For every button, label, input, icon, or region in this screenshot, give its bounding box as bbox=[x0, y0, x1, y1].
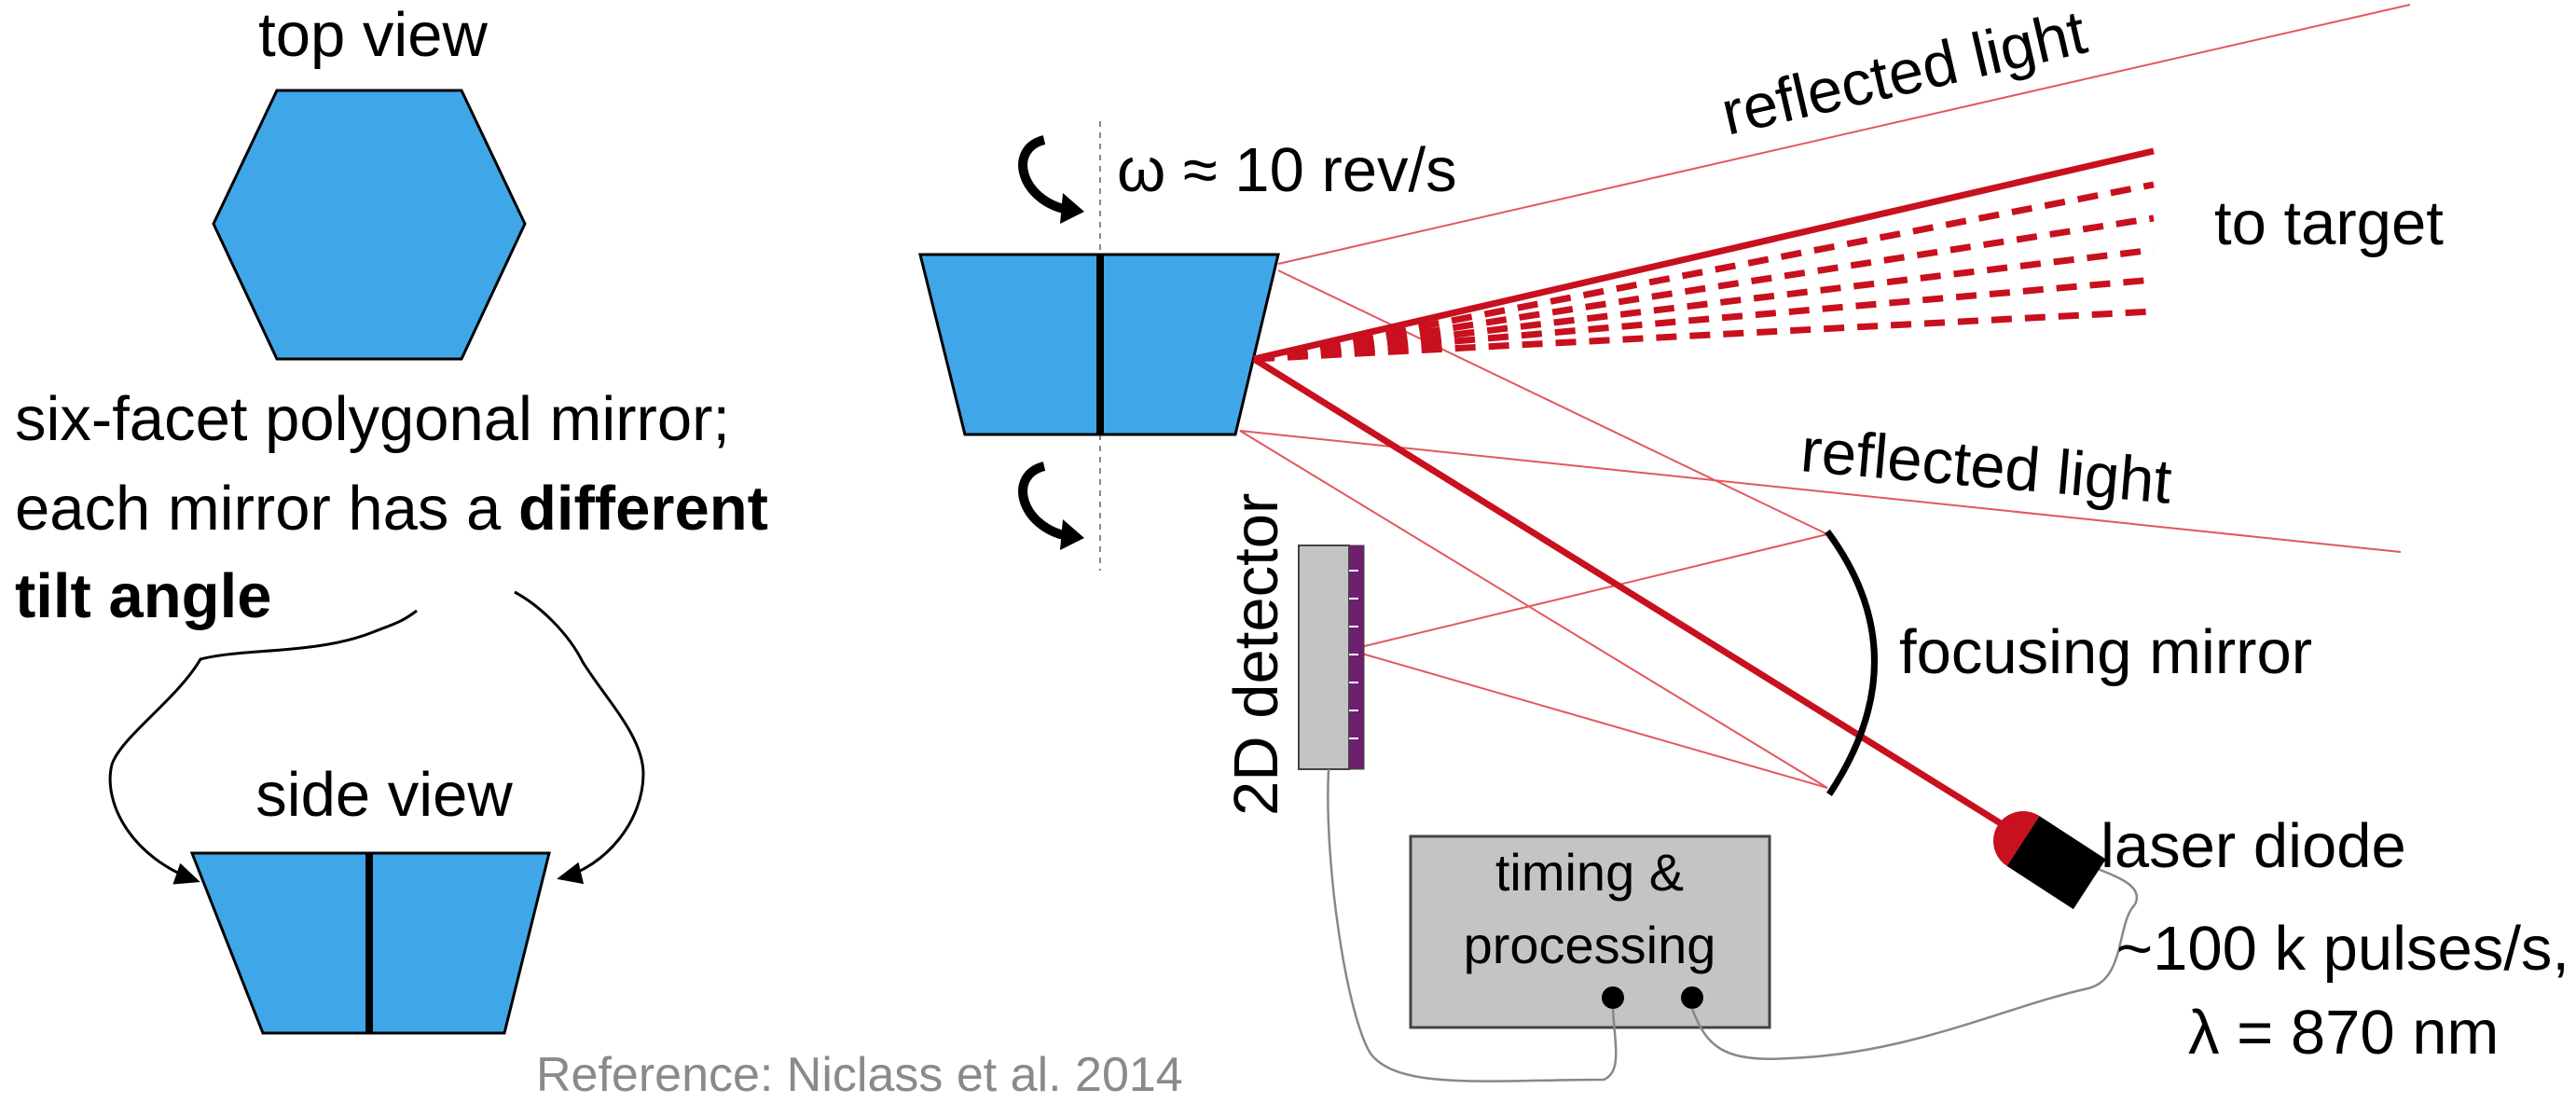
to-target-label: to target bbox=[2214, 188, 2444, 258]
side-view-label: side view bbox=[255, 760, 513, 830]
detector-wire bbox=[1327, 768, 1618, 1082]
reference-text: Reference: Niclass et al. 2014 bbox=[536, 1048, 1183, 1102]
timing-processing-box bbox=[1409, 834, 1771, 1029]
laser-diode-label: laser diode bbox=[2101, 811, 2406, 881]
rotation-arrow-bottom-icon bbox=[1018, 462, 1084, 550]
timing-label-line1: timing & bbox=[1495, 843, 1684, 902]
focus-to-detector-ray-b bbox=[1348, 649, 1828, 789]
detector-body bbox=[1298, 545, 1350, 770]
description-line-2-bold: different bbox=[518, 474, 768, 544]
description-line-1: six-facet polygonal mirror; bbox=[15, 384, 730, 454]
target-beam-dashed-5 bbox=[1253, 308, 2155, 363]
target-beam-dashed-1 bbox=[1253, 181, 2155, 363]
focusing-mirror-label: focusing mirror bbox=[1899, 617, 2312, 687]
detector-label: 2D detector bbox=[1221, 493, 1291, 816]
pulses-label: ~100 k pulses/s, bbox=[2116, 914, 2569, 984]
reflected-light-upper-ray bbox=[1277, 4, 2411, 265]
laser-beam bbox=[1252, 356, 2020, 837]
reflected-light-mid-label: reflected light bbox=[1798, 415, 2175, 517]
target-beam-dashed-2 bbox=[1253, 214, 2155, 363]
target-beam-dashed-3 bbox=[1253, 246, 2155, 363]
rotation-arrow-top-icon bbox=[1018, 135, 1084, 224]
description-line-2: each mirror has a different bbox=[15, 474, 768, 544]
target-beam-fan bbox=[1253, 147, 2155, 363]
left-curly-arrow bbox=[108, 609, 418, 885]
detector-sensor-strip bbox=[1348, 545, 1365, 770]
wavelength-label: λ = 870 nm bbox=[2188, 998, 2499, 1068]
target-beam-dashed-4 bbox=[1253, 276, 2155, 363]
top-view-hexagon bbox=[212, 89, 527, 361]
reflected-light-lower-ray bbox=[1239, 430, 2402, 553]
laser-wire bbox=[1690, 865, 2139, 1060]
right-curly-arrow bbox=[514, 590, 645, 885]
timing-output-terminal bbox=[1681, 986, 1703, 1009]
description-line-2-prefix: each mirror has a bbox=[15, 474, 518, 544]
mirror-to-focus-ray-a bbox=[1277, 269, 1828, 535]
focus-to-detector-ray-a bbox=[1348, 533, 1828, 651]
laser-diode-icon bbox=[1993, 811, 2106, 910]
top-view-label: top view bbox=[258, 0, 488, 70]
mirror-to-focus-ray-b bbox=[1239, 430, 1828, 789]
detector-sensor-ticks bbox=[1349, 570, 1358, 739]
reflected-light-lines bbox=[1239, 4, 2411, 789]
timing-input-terminal bbox=[1602, 986, 1624, 1009]
target-beam-solid bbox=[1253, 147, 2155, 363]
description-line-3: tilt angle bbox=[15, 561, 271, 631]
timing-label-line2: processing bbox=[1464, 916, 1716, 974]
reflected-light-top-label: reflected light bbox=[1715, 0, 2094, 149]
focusing-mirror-arc bbox=[1825, 529, 1878, 796]
omega-label: ω ≈ 10 rev/s bbox=[1117, 135, 1457, 205]
